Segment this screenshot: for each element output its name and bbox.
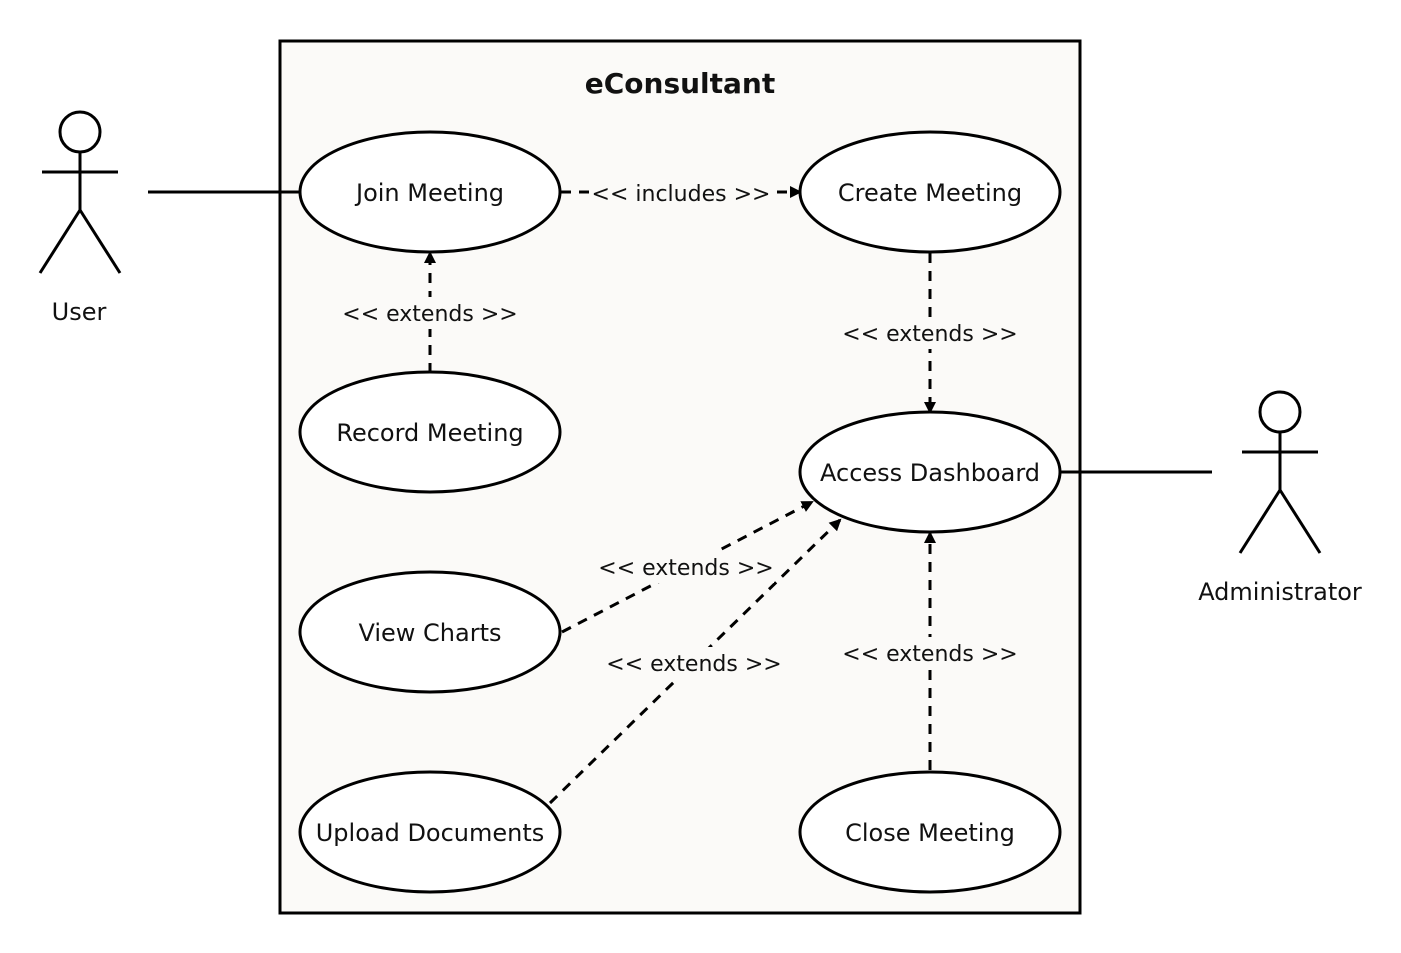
edge-charts-extends-dashboard	[561, 500, 814, 634]
usecase-view-charts-shape	[298, 570, 562, 694]
usecase-upload-documents[interactable]: Upload Documents	[298, 770, 562, 894]
relationship-label-includes: << includes >>	[592, 182, 771, 207]
usecase-record-meeting-shape	[298, 370, 562, 494]
relationship-label-charts-extends: << extends >>	[598, 556, 773, 581]
usecase-access-dashboard-label: Access Dashboard	[820, 459, 1040, 487]
usecase-create-meeting-label: Create Meeting	[838, 179, 1022, 207]
usecase-view-charts[interactable]: View Charts	[298, 570, 562, 694]
actor-administrator-label: Administrator	[1198, 578, 1362, 606]
actor-user-head	[58, 110, 102, 154]
actor-administrator-leg-right	[1278, 489, 1322, 554]
actor-user[interactable]: User	[38, 110, 122, 326]
usecase-join-meeting-label: Join Meeting	[354, 179, 504, 207]
label-bg-close-extends	[842, 637, 1018, 669]
usecase-close-meeting[interactable]: Close Meeting	[798, 770, 1062, 894]
usecase-close-meeting-shape	[798, 770, 1062, 894]
system-title: eConsultant	[585, 67, 776, 100]
usecase-create-meeting-shape	[798, 130, 1062, 254]
label-bg-create-extends	[842, 317, 1018, 349]
usecase-join-meeting-shape	[298, 130, 562, 254]
actor-administrator-leg-left	[1238, 489, 1282, 554]
label-bg-charts-extends	[598, 551, 774, 583]
actor-administrator-head	[1258, 390, 1302, 434]
usecase-record-meeting-label: Record Meeting	[336, 419, 523, 447]
label-bg-record-extends	[342, 297, 518, 329]
relationship-label-upload-extends: << extends >>	[606, 652, 781, 677]
relationship-label-create-extends: << extends >>	[842, 322, 1017, 347]
usecase-access-dashboard[interactable]: Access Dashboard	[798, 410, 1062, 534]
usecase-join-meeting[interactable]: Join Meeting	[298, 130, 562, 254]
actor-user-label: User	[52, 298, 107, 326]
usecase-create-meeting[interactable]: Create Meeting	[798, 130, 1062, 254]
usecase-close-meeting-label: Close Meeting	[845, 819, 1015, 847]
usecase-upload-documents-label: Upload Documents	[316, 819, 545, 847]
relationship-label-close-extends: << extends >>	[842, 642, 1017, 667]
usecase-view-charts-label: View Charts	[358, 619, 501, 647]
usecase-access-dashboard-shape	[798, 410, 1062, 534]
usecase-upload-documents-shape	[298, 770, 562, 894]
actor-administrator[interactable]: Administrator	[1198, 390, 1362, 606]
actor-user-leg-left	[38, 209, 82, 274]
relationship-label-record-extends: << extends >>	[342, 302, 517, 327]
label-bg-upload-extends	[606, 647, 782, 679]
usecase-record-meeting[interactable]: Record Meeting	[298, 370, 562, 494]
actor-user-leg-right	[78, 209, 122, 274]
label-bg-includes	[590, 176, 772, 210]
